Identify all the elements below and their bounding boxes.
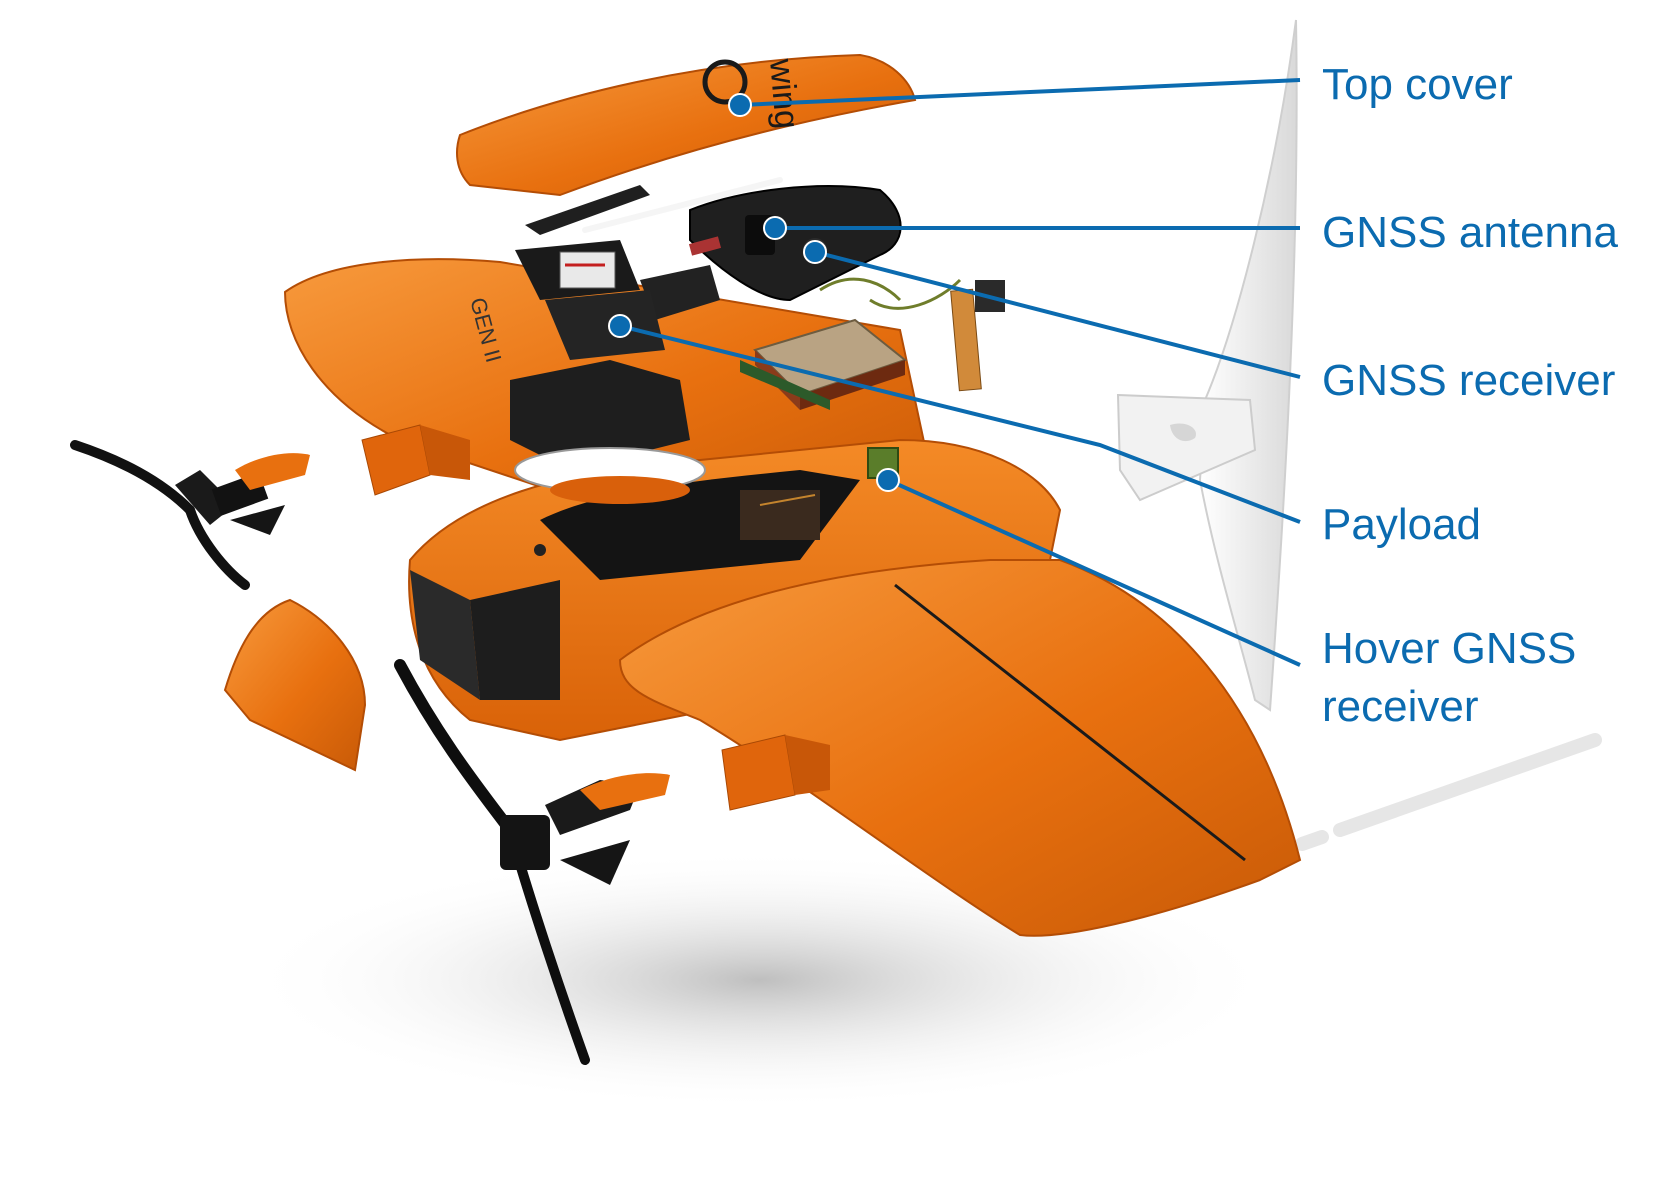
- leader-top-cover: [739, 78, 1301, 107]
- leader-payload: [619, 324, 1301, 524]
- gnss-antenna-part: [688, 185, 902, 302]
- label-hover-gnss-receiver: Hover GNSS receiver: [1322, 624, 1577, 731]
- motor-mount-right: [721, 734, 830, 811]
- dot-gnss-antenna: [763, 216, 787, 240]
- callout-leaders: [619, 78, 1301, 667]
- nose-cone: [223, 598, 367, 772]
- dot-hover-gnss: [876, 468, 900, 492]
- gnss-receiver-part: [740, 277, 1005, 410]
- callout-dots: [608, 93, 900, 492]
- dot-top-cover: [728, 93, 752, 117]
- propeller-lower: [394, 659, 670, 1065]
- wing-logo-icon: [702, 59, 748, 105]
- hover-gnss-receiver-part: [740, 447, 899, 540]
- dot-gnss-receiver: [803, 240, 827, 264]
- fuselage: [408, 438, 1062, 742]
- leader-hover-gnss: [887, 478, 1301, 667]
- wing-logo-text: wing: [762, 56, 806, 130]
- label-top-cover: Top cover: [1322, 60, 1513, 109]
- motor-mount-left: [361, 424, 470, 496]
- leader-gnss-receiver: [814, 250, 1301, 379]
- top-cover-part: wing: [456, 53, 917, 235]
- tail-rod: [1295, 733, 1602, 851]
- propeller-left: [70, 440, 310, 590]
- payload-part: [510, 240, 720, 504]
- label-payload: Payload: [1322, 500, 1482, 549]
- label-gnss-receiver: GNSS receiver: [1322, 356, 1616, 405]
- label-gnss-antenna: GNSS antenna: [1322, 208, 1618, 257]
- aileron-line: [894, 583, 1246, 862]
- dot-payload: [608, 314, 632, 338]
